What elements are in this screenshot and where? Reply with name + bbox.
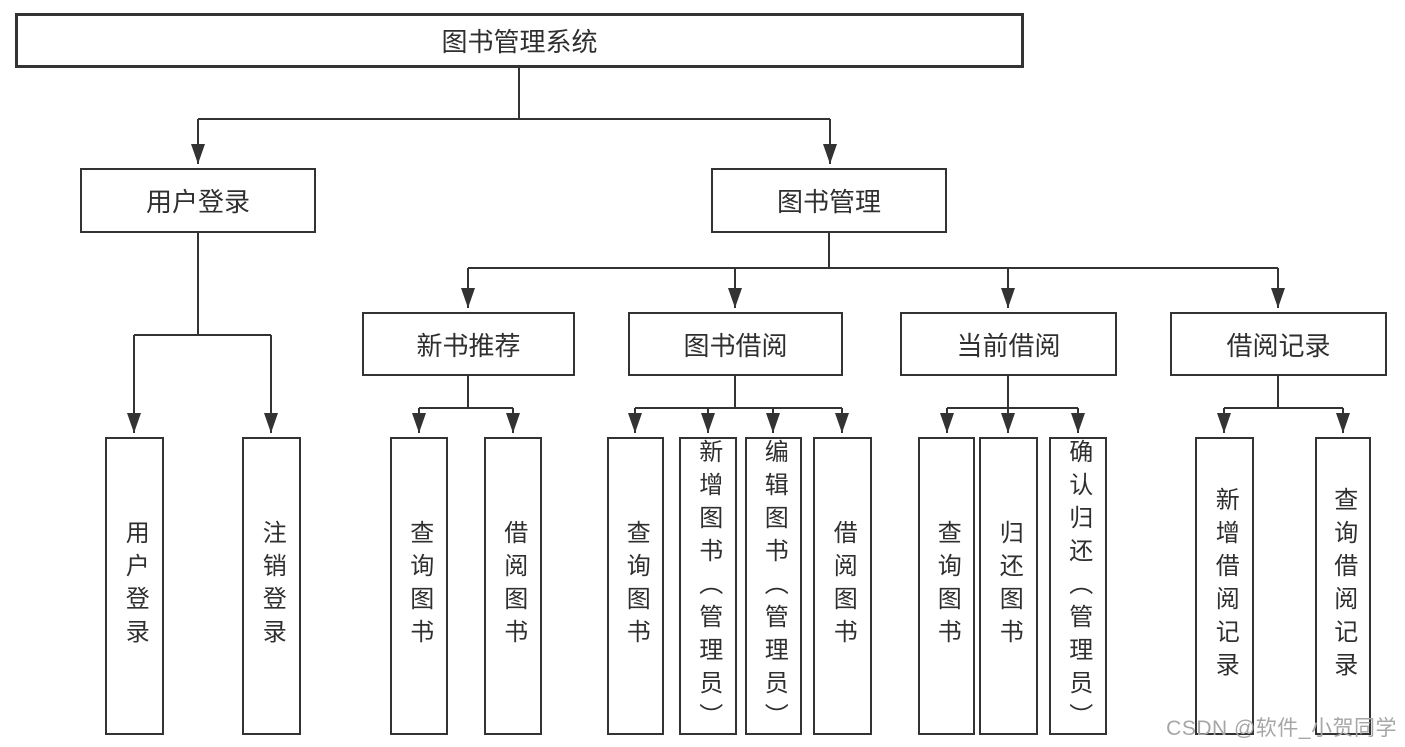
node-label: 新增借阅记录: [1211, 487, 1239, 685]
leaf-edit-books-admin: 编辑图书（管理员）: [745, 437, 802, 735]
node-library-management-system: 图书管理系统: [15, 13, 1024, 68]
node-label: 借阅记录: [1226, 330, 1331, 361]
node-label: 用户登录: [145, 187, 250, 217]
leaf-query-books-borrowing: 查询图书: [607, 437, 664, 735]
node-label: 查询图书: [405, 520, 433, 652]
node-label: 确认归还（管理员）: [1064, 439, 1092, 735]
node-label: 用户登录: [121, 520, 149, 652]
leaf-confirm-return-admin: 确认归还（管理员）: [1049, 437, 1107, 735]
leaf-logout-login: 注销登录: [242, 437, 301, 735]
leaf-add-books-admin: 新增图书（管理员）: [679, 437, 737, 735]
leaf-borrow-books-borrowing: 借阅图书: [813, 437, 872, 735]
node-label: 查询图书: [622, 520, 650, 652]
node-label: 图书管理: [776, 187, 881, 217]
node-borrowing-records: 借阅记录: [1170, 312, 1387, 376]
leaf-user-login: 用户登录: [105, 437, 164, 735]
leaf-query-books-recommend: 查询图书: [390, 437, 448, 735]
leaf-add-borrow-record: 新增借阅记录: [1195, 437, 1254, 735]
node-label: 图书管理系统: [441, 27, 598, 57]
node-label: 新增图书（管理员）: [694, 439, 722, 735]
node-book-management: 图书管理: [711, 168, 947, 233]
csdn-watermark: CSDN @软件_小贺同学: [1166, 717, 1397, 740]
node-label: 注销登录: [258, 520, 286, 652]
node-new-book-recommend: 新书推荐: [362, 312, 575, 376]
node-current-borrowing: 当前借阅: [900, 312, 1117, 376]
node-label: 查询图书: [933, 520, 961, 652]
leaf-borrow-books-recommend: 借阅图书: [484, 437, 542, 735]
node-label: 当前借阅: [956, 330, 1061, 361]
node-user-login: 用户登录: [80, 168, 316, 233]
node-label: 归还图书: [995, 520, 1023, 652]
node-label: 借阅图书: [829, 520, 857, 652]
leaf-return-books: 归还图书: [979, 437, 1038, 735]
node-label: 新书推荐: [416, 330, 521, 361]
leaf-query-books-current: 查询图书: [918, 437, 975, 735]
node-label: 借阅图书: [499, 520, 527, 652]
leaf-query-borrow-record: 查询借阅记录: [1315, 437, 1371, 735]
node-label: 编辑图书（管理员）: [760, 439, 788, 735]
node-label: 查询借阅记录: [1329, 487, 1357, 685]
node-book-borrowing: 图书借阅: [628, 312, 843, 376]
node-label: 图书借阅: [683, 330, 788, 361]
